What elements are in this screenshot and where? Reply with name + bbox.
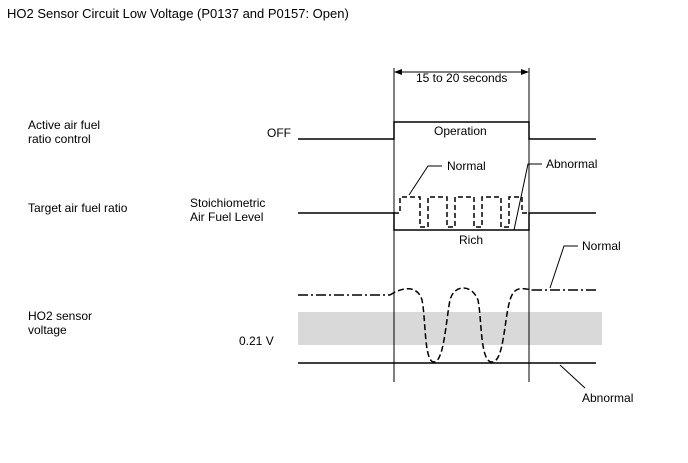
ho2-label-line1: HO2 sensor bbox=[28, 309, 93, 323]
threshold-label: 0.21 V bbox=[239, 334, 274, 348]
ho2-abnormal-label: Abnormal bbox=[582, 391, 634, 405]
ho2-abnormal-leader bbox=[559, 364, 586, 389]
target-ratio-label: Target air fuel ratio bbox=[28, 201, 128, 215]
target-ratio-signal bbox=[298, 212, 596, 231]
active-control-signal bbox=[298, 121, 596, 140]
stoich-label-line1: Stoichiometric bbox=[190, 196, 266, 210]
time-span-label: 15 to 20 seconds bbox=[416, 71, 508, 85]
threshold-band bbox=[298, 312, 602, 345]
operation-label: Operation bbox=[434, 124, 487, 138]
target-normal-wave bbox=[394, 196, 529, 228]
target-abnormal-label: Abnormal bbox=[546, 157, 598, 171]
ho2-normal-label: Normal bbox=[582, 239, 621, 253]
target-normal-leader bbox=[408, 165, 442, 196]
diagram-title: HO2 Sensor Circuit Low Voltage (P0137 an… bbox=[7, 6, 349, 21]
time-span-arrow bbox=[394, 69, 529, 75]
ho2-label-line2: voltage bbox=[28, 323, 67, 337]
stoich-label-line2: Air Fuel Level bbox=[190, 210, 264, 224]
active-control-label-line1: Active air fuel bbox=[28, 118, 101, 132]
off-label: OFF bbox=[267, 126, 291, 140]
active-control-label-line2: ratio control bbox=[28, 132, 91, 146]
ho2-normal-oscillation bbox=[389, 287, 533, 363]
ho2-normal-leader bbox=[549, 245, 578, 289]
target-abnormal-leader bbox=[513, 163, 542, 231]
target-normal-label: Normal bbox=[447, 159, 486, 173]
rich-label: Rich bbox=[459, 233, 484, 247]
